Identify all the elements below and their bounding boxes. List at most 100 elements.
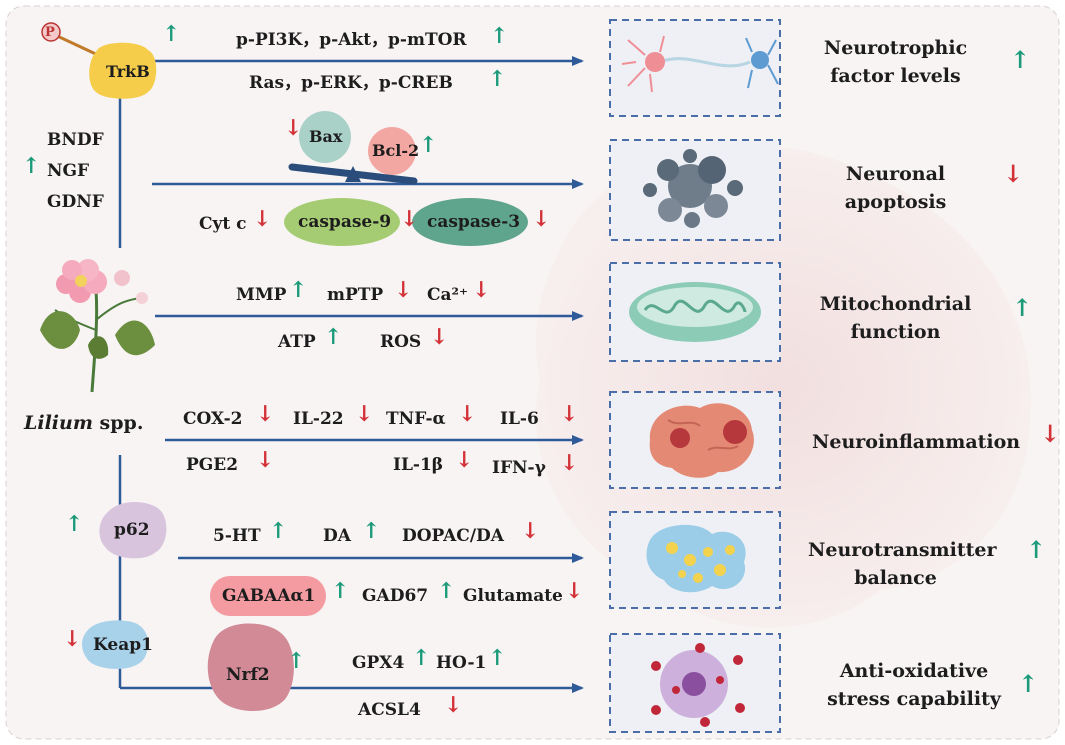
dopamine-up-icon: ↑: [362, 518, 381, 544]
atp-up-icon: ↑: [324, 324, 343, 350]
inflamed-brain-illustration: [649, 403, 754, 478]
keap1-label: Keap1: [93, 635, 153, 655]
caspase3-down-icon: ↓: [532, 206, 551, 232]
calcium-down-icon: ↓: [472, 277, 491, 303]
p62-label: p62: [114, 520, 150, 540]
bcl2-up-icon: ↑: [419, 132, 438, 158]
mmp-up-icon: ↑: [289, 277, 308, 303]
gabaa-shape: [210, 576, 326, 616]
p62-shape: [99, 502, 167, 559]
bax-shape: [299, 111, 351, 163]
lilium-label: Lilium spp.: [24, 412, 144, 434]
dopac-down-icon: ↓: [521, 518, 540, 544]
tnfa-down-icon: ↓: [458, 401, 477, 427]
cytc-label: Cyt c: [199, 214, 247, 234]
balance-fulcrum: [345, 166, 361, 182]
pi3k-up-icon: ↑: [490, 23, 509, 49]
glutamate-label: Glutamate: [463, 586, 563, 606]
il22-down-icon: ↓: [355, 401, 374, 427]
trkb-shape: [89, 42, 157, 99]
caspase3-shape: [412, 198, 528, 246]
apoptotic-cell-illustration: [643, 149, 743, 228]
factor-ngf: NGF: [47, 161, 90, 181]
outcome-neuroinflammation: Neuroinflammation: [812, 431, 1021, 453]
il6-label: IL-6: [500, 409, 539, 429]
gpx4-label: GPX4: [352, 653, 405, 673]
gpx4-up-icon: ↑: [412, 645, 431, 671]
mmp-label: MMP: [236, 285, 287, 305]
dopac-label: DOPAC/DA: [402, 526, 504, 546]
ros-label: ROS: [380, 332, 422, 352]
ho1-label: HO-1: [436, 653, 487, 673]
gad67-label: GAD67: [362, 586, 429, 606]
pi3k-akt-mtor-label: p-PI3K，p-Akt，p-mTOR: [236, 30, 467, 50]
phospho-badge: [41, 22, 61, 42]
mptp-down-icon: ↓: [394, 277, 413, 303]
neuron-illustration: [621, 35, 779, 93]
caspase9-shape: [284, 198, 400, 246]
pge2-label: PGE2: [186, 455, 239, 475]
gabaa-up-icon: ↑: [331, 578, 350, 604]
atp-label: ATP: [278, 332, 316, 352]
caspase9-label: caspase-9: [298, 212, 392, 232]
gabaa-label: GABAAα1: [222, 586, 316, 606]
outcome-neuroinflammation-down-icon: ↓: [1040, 419, 1061, 448]
oxidative-stress-illustration: [651, 643, 745, 727]
cytc-down-icon: ↓: [253, 206, 272, 232]
phospho-label: P: [45, 25, 55, 40]
factor-gdnf: GDNF: [47, 192, 104, 212]
caspase3-label: caspase-3: [427, 212, 521, 232]
box-neurotrophic: [609, 19, 781, 117]
outcome-mitochondria-up-icon: ↑: [1012, 293, 1033, 322]
outcome-neurotransmitter-up-icon: ↑: [1026, 535, 1047, 564]
acsl4-label: ACSL4: [358, 700, 421, 720]
serotonin-up-icon: ↑: [269, 518, 288, 544]
gad67-up-icon: ↑: [437, 578, 456, 604]
p62-up-icon: ↑: [65, 511, 84, 537]
cox2-label: COX-2: [183, 409, 243, 429]
trkb-label: TrkB: [106, 62, 150, 81]
keap1-down-icon: ↓: [63, 626, 82, 652]
bax-label: Bax: [309, 127, 343, 146]
outcome-oxidative-up-icon: ↑: [1018, 669, 1039, 698]
ras-erk-creb-label: Ras，p-ERK，p-CREB: [249, 73, 453, 93]
factors-up-icon: ↑: [22, 153, 41, 179]
lilium-flower: [40, 259, 155, 393]
factor-bndf: BNDF: [47, 130, 104, 150]
trkb-up-icon: ↑: [162, 21, 181, 47]
pge2-down-icon: ↓: [256, 447, 275, 473]
nrf2-up-icon: ↑: [287, 648, 306, 674]
mptp-label: mPTP: [327, 285, 384, 305]
il22-label: IL-22: [293, 409, 344, 429]
cox2-down-icon: ↓: [256, 401, 275, 427]
ros-down-icon: ↓: [430, 324, 449, 350]
il6-down-icon: ↓: [560, 401, 579, 427]
dopamine-label: DA: [323, 526, 351, 546]
il1b-down-icon: ↓: [455, 447, 474, 473]
tnfa-label: TNF-α: [386, 409, 446, 429]
mitochondria-illustration: [629, 282, 761, 342]
ifng-label: IFN-γ: [492, 458, 546, 478]
neurotransmitter-illustration: [646, 524, 746, 593]
nrf2-shape: [207, 623, 294, 711]
il1b-label: IL-1β: [393, 455, 444, 475]
calcium-label: Ca²⁺: [427, 285, 468, 305]
caspase9-down-icon: ↓: [400, 206, 419, 232]
serotonin-label: 5-HT: [213, 526, 261, 546]
outcome-neurotrophic-up-icon: ↑: [1010, 45, 1031, 74]
glutamate-down-icon: ↓: [565, 578, 584, 604]
bcl2-shape: [368, 127, 416, 175]
nrf2-label: Nrf2: [226, 665, 270, 685]
acsl4-down-icon: ↓: [444, 692, 463, 718]
ras-up-icon: ↑: [488, 66, 507, 92]
ho1-up-icon: ↑: [488, 645, 507, 671]
ifng-down-icon: ↓: [560, 450, 579, 476]
bax-down-icon: ↓: [284, 115, 303, 141]
